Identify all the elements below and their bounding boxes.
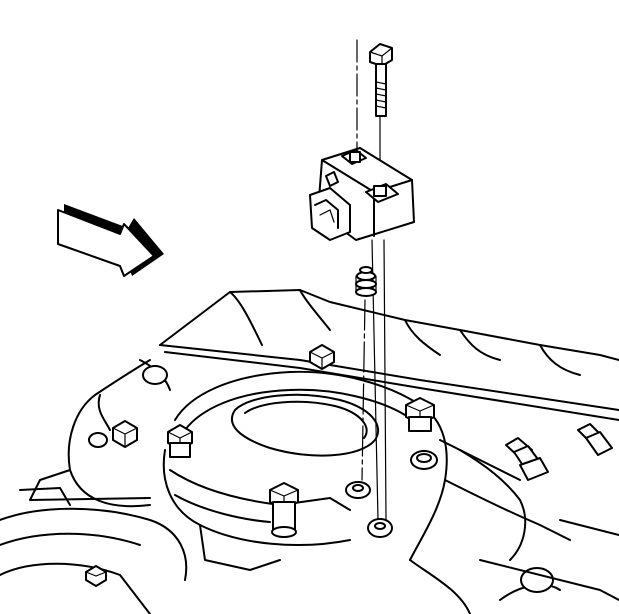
spring-grommet <box>355 266 377 297</box>
nut-icon <box>309 344 335 370</box>
mount-hole <box>345 481 371 499</box>
nut-icon <box>410 450 438 470</box>
stud-icon <box>505 437 549 481</box>
nut-icon <box>85 565 107 587</box>
nut-icon <box>167 424 193 458</box>
nut-icon <box>112 420 138 448</box>
stud-icon <box>577 423 613 456</box>
intake-manifold <box>0 289 619 614</box>
flange-hole <box>88 432 108 448</box>
direction-arrow-icon <box>57 204 164 277</box>
center-housing <box>162 370 619 614</box>
flange-hole <box>142 365 168 385</box>
nut-icon <box>269 482 299 538</box>
nut-icon <box>405 397 435 432</box>
casting-boss <box>520 567 554 593</box>
sensor-module <box>309 147 415 241</box>
bolt-icon <box>369 43 393 117</box>
mount-hole <box>367 518 393 538</box>
